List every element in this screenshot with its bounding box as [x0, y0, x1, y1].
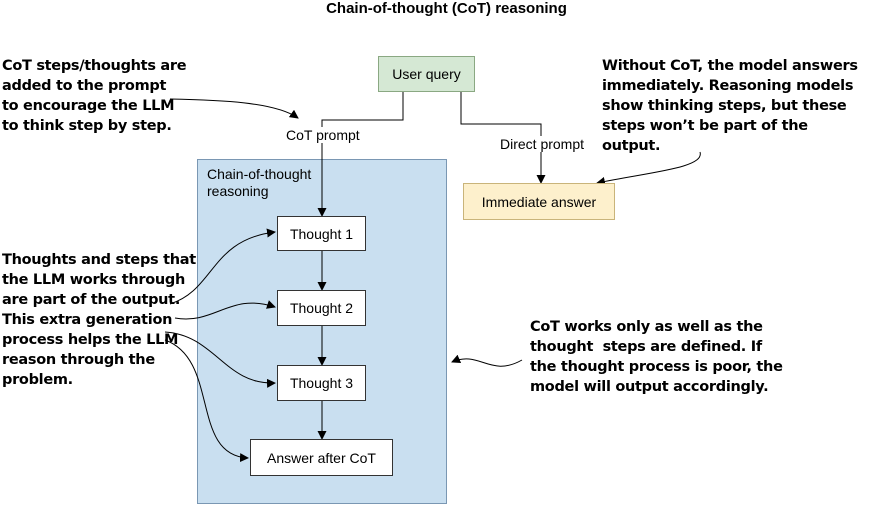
annotation-without-cot: Without CoT, the model answers immediate…	[602, 58, 858, 154]
user-query-node: User query	[378, 56, 475, 92]
annotation-cot-works: CoT works only as well as the thought st…	[530, 319, 783, 395]
pointer-to-answer	[164, 339, 249, 463]
edge-label-cot-prompt: CoT prompt	[285, 127, 361, 143]
annotation-thoughts-output: Thoughts and steps that the LLM works th…	[2, 252, 196, 388]
immediate-answer-node: Immediate answer	[463, 183, 615, 220]
pointer-to-thought1	[169, 228, 276, 305]
pointer-to-thought2	[174, 300, 276, 320]
annotation-cot-steps: CoT steps/thoughts are added to the prom…	[2, 58, 187, 134]
pointer-to-thought3	[164, 331, 276, 388]
pointer-cot-works	[451, 354, 523, 367]
answer-after-cot-node: Answer after CoT	[250, 439, 393, 476]
pointer-without-cot	[596, 151, 701, 186]
thought-2-node: Thought 2	[277, 290, 366, 326]
thought-1-node: Thought 1	[277, 216, 366, 251]
edge-cot-prompt	[317, 92, 404, 217]
pointer-cot-steps	[169, 98, 299, 119]
diagram-title: Chain-of-thought (CoT) reasoning	[326, 0, 567, 17]
thought-3-node: Thought 3	[277, 365, 366, 401]
edge-label-direct-prompt: Direct prompt	[499, 136, 586, 152]
edge-direct-prompt	[460, 92, 546, 184]
cot-region-label: Chain-of-thought reasoning	[207, 166, 312, 199]
